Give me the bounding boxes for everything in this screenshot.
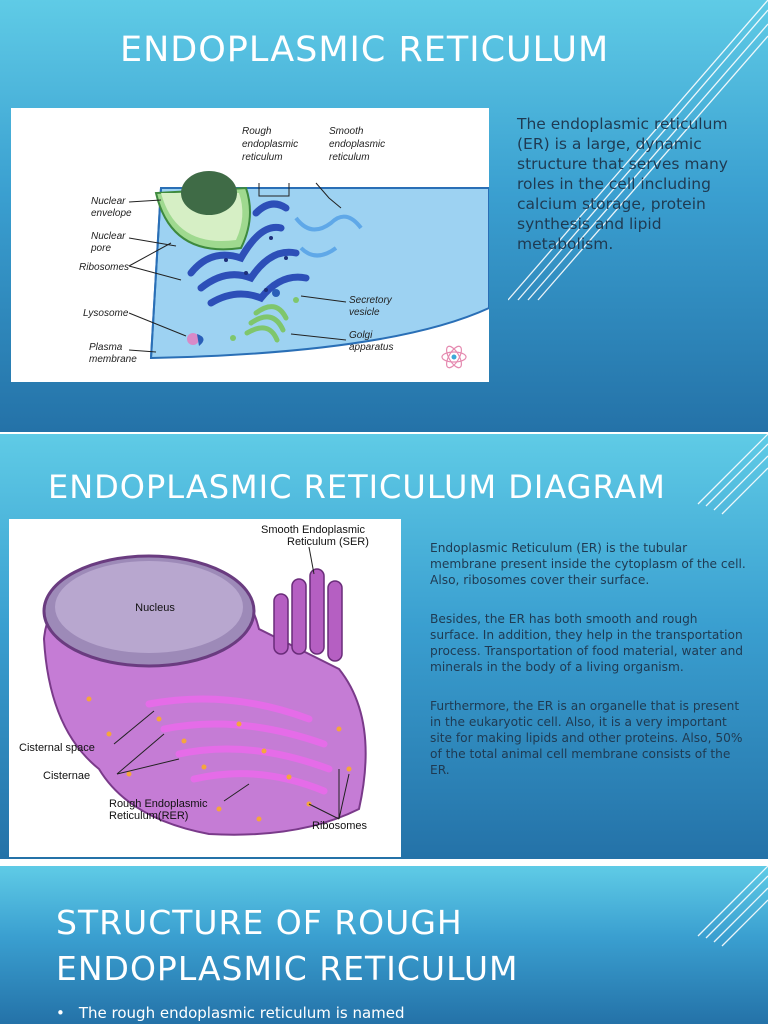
label-golgi-1: Golgi xyxy=(349,330,373,341)
svg-text:membrane: membrane xyxy=(89,354,137,365)
label-rough-er-1: Rough xyxy=(242,126,272,137)
label-nuclear-pore-2: pore xyxy=(90,243,111,254)
label-secretory-vesicle-2: vesicle xyxy=(349,307,380,318)
label-rough-er-2: endoplasmic xyxy=(242,139,298,150)
label-cisternae: Cisternae xyxy=(43,770,90,782)
svg-text:endoplasmic: endoplasmic xyxy=(242,139,298,150)
svg-text:reticulum: reticulum xyxy=(329,152,370,163)
svg-text:apparatus: apparatus xyxy=(349,342,393,353)
svg-text:vesicle: vesicle xyxy=(349,307,380,318)
svg-text:Reticulum(RER): Reticulum(RER) xyxy=(109,810,188,822)
svg-text:Rough Endoplasmic: Rough Endoplasmic xyxy=(109,798,208,810)
svg-text:Reticulum (SER): Reticulum (SER) xyxy=(287,536,369,548)
svg-text:Nuclear: Nuclear xyxy=(91,196,126,207)
label-rough-er-3: reticulum xyxy=(242,152,283,163)
slide-1-body: The endoplasmic reticulum (ER) is a larg… xyxy=(517,115,728,253)
slide-2-paragraph-3: Furthermore, the ER is an organelle that… xyxy=(430,699,743,777)
label-ser-2: Reticulum (SER) xyxy=(287,536,369,548)
slide-2-title: ENDOPLASMIC RETICULUM DIAGRAM xyxy=(48,468,666,506)
label-golgi-2: apparatus xyxy=(349,342,393,353)
label-smooth-er-1: Smooth xyxy=(329,126,364,137)
label-smooth-er-2: endoplasmic xyxy=(329,139,385,150)
label-plasma-membrane-1: Plasma xyxy=(89,342,123,353)
slide-3-bullet-1: The rough endoplasmic reticulum is named xyxy=(56,1004,656,1022)
decorative-stripes xyxy=(697,866,768,947)
slide-2-body: Endoplasmic Reticulum (ER) is the tubula… xyxy=(430,540,750,801)
label-ribosomes-2: Ribosomes xyxy=(312,820,368,832)
slide-2: ENDOPLASMIC RETICULUM DIAGRAM Nucleus xyxy=(0,434,768,859)
svg-text:Golgi: Golgi xyxy=(349,330,373,341)
svg-text:endoplasmic: endoplasmic xyxy=(329,139,385,150)
label-rer-2: Reticulum(RER) xyxy=(109,810,188,822)
svg-text:pore: pore xyxy=(90,243,111,254)
label-nucleus: Nucleus xyxy=(135,602,175,614)
slide-3: STRUCTURE OF ROUGH ENDOPLASMIC RETICULUM… xyxy=(0,866,768,1024)
slide-1-title: ENDOPLASMIC RETICULUM xyxy=(120,30,610,70)
decorative-stripes xyxy=(508,0,768,301)
label-cisternal-space: Cisternal space xyxy=(19,742,95,754)
slide-3-title: STRUCTURE OF ROUGH ENDOPLASMIC RETICULUM xyxy=(56,903,519,988)
label-plasma-membrane-2: membrane xyxy=(89,354,137,365)
label-nuclear-envelope-1: Nuclear xyxy=(91,196,126,207)
svg-text:Plasma: Plasma xyxy=(89,342,123,353)
svg-text:Nuclear: Nuclear xyxy=(91,231,126,242)
svg-text:Rough: Rough xyxy=(242,126,272,137)
label-ser-1: Smooth Endoplasmic xyxy=(261,524,365,536)
svg-text:Smooth: Smooth xyxy=(329,126,364,137)
er-cell-diagram: Rough endoplasmic reticulum Smooth endop… xyxy=(11,108,490,382)
slide-3-bullets: The rough endoplasmic reticulum is named xyxy=(56,1004,656,1022)
slide-2-paragraph-1: Endoplasmic Reticulum (ER) is the tubula… xyxy=(430,541,746,587)
label-ribosomes: Ribosomes xyxy=(79,262,129,273)
svg-text:envelope: envelope xyxy=(91,208,132,219)
slide-2-paragraph-2: Besides, the ER has both smooth and roug… xyxy=(430,612,744,674)
label-secretory-vesicle-1: Secretory xyxy=(349,295,393,306)
label-nuclear-envelope-2: envelope xyxy=(91,208,132,219)
er-3d-diagram: Nucleus xyxy=(9,519,401,857)
label-smooth-er-3: reticulum xyxy=(329,152,370,163)
svg-text:reticulum: reticulum xyxy=(242,152,283,163)
slide-divider xyxy=(0,432,768,434)
decorative-stripes xyxy=(697,434,768,515)
slide-divider xyxy=(0,859,768,866)
atom-icon xyxy=(441,345,467,369)
slide-1: ENDOPLASMIC RETICULUM xyxy=(0,0,768,432)
label-nuclear-pore-1: Nuclear xyxy=(91,231,126,242)
label-lysosome: Lysosome xyxy=(83,308,129,319)
svg-text:Smooth Endoplasmic: Smooth Endoplasmic xyxy=(261,524,365,536)
svg-text:Secretory: Secretory xyxy=(349,295,393,306)
label-rer-1: Rough Endoplasmic xyxy=(109,798,208,810)
